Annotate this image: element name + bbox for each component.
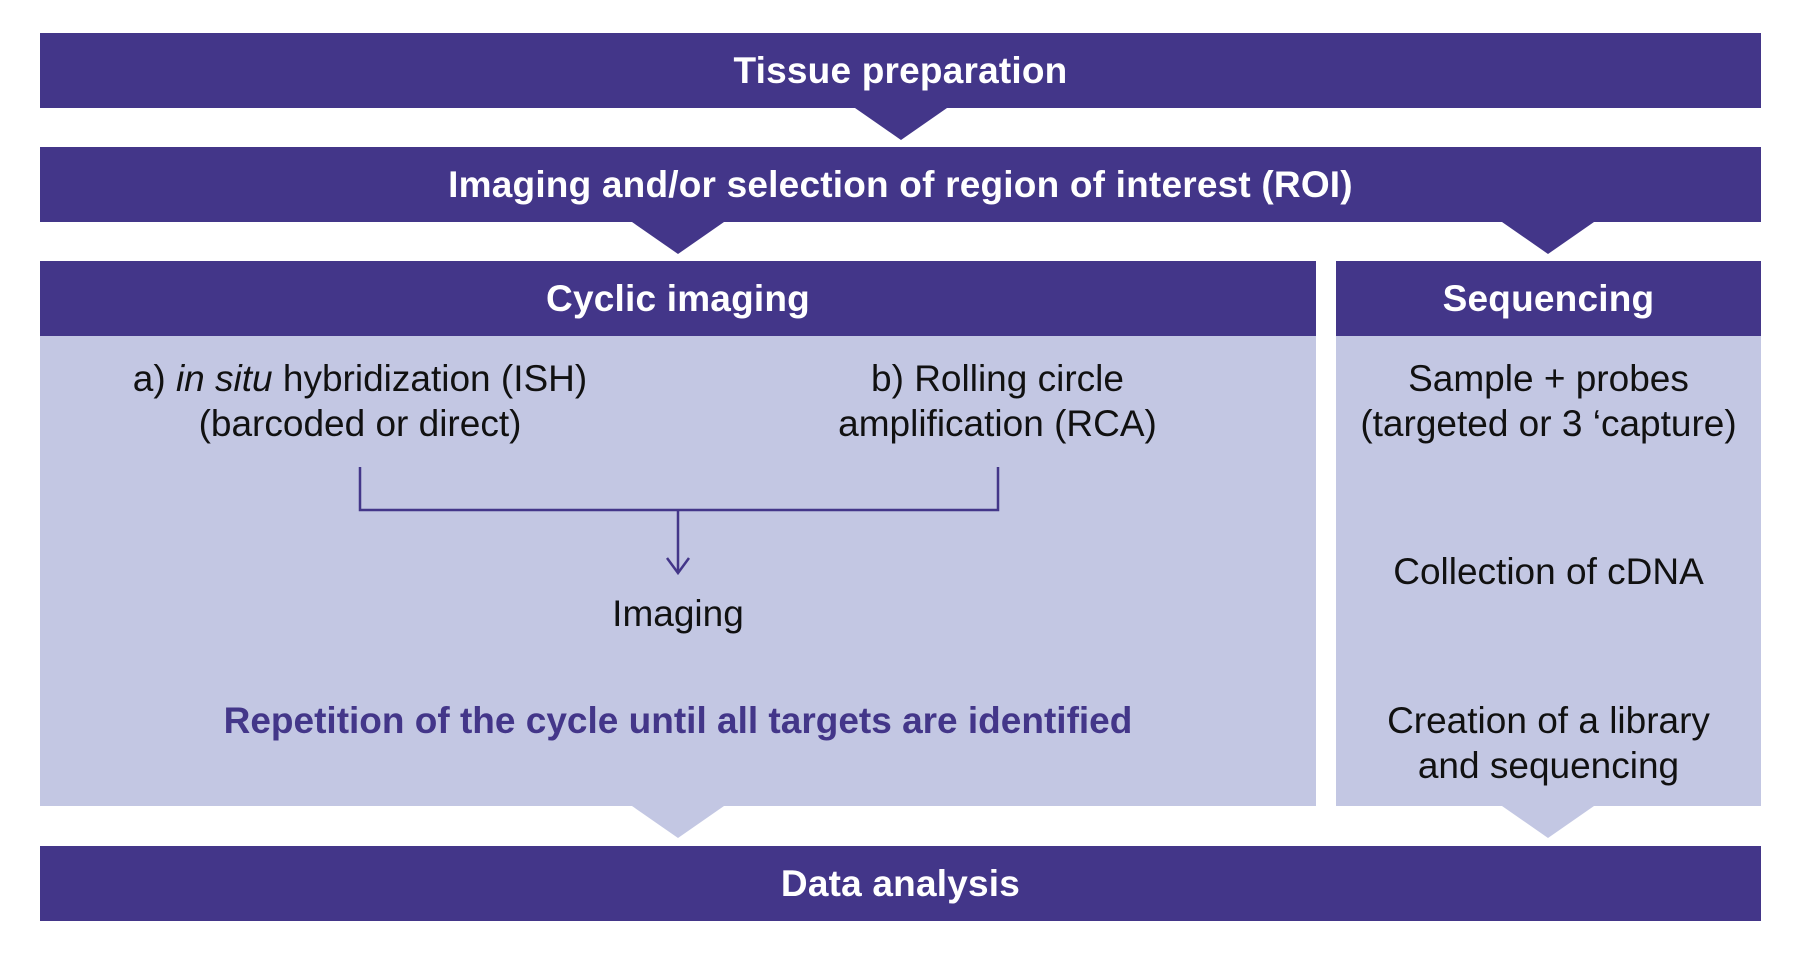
rca-line2: amplification (RCA) bbox=[838, 403, 1157, 444]
arrow-down-to-cyclic-icon bbox=[632, 222, 724, 254]
imaging-roi-bar: Imaging and/or selection of region of in… bbox=[40, 147, 1761, 222]
sample-probes-text: Sample + probes (targeted or 3 ‘capture) bbox=[1336, 356, 1761, 446]
arrow-down-tissue-icon bbox=[855, 108, 947, 140]
data-analysis-label: Data analysis bbox=[780, 862, 1021, 904]
imaging-roi-label: Imaging and/or selection of region of in… bbox=[448, 163, 1353, 205]
library-line2: and sequencing bbox=[1417, 745, 1680, 786]
sample-line2: (targeted or 3 ‘capture) bbox=[1360, 403, 1737, 444]
cyclic-imaging-header: Cyclic imaging bbox=[40, 261, 1316, 336]
sequencing-header: Sequencing bbox=[1336, 261, 1761, 336]
rca-method-text: b) Rolling circle amplification (RCA) bbox=[780, 356, 1215, 446]
tissue-preparation-bar: Tissue preparation bbox=[40, 33, 1761, 108]
arrow-down-to-sequencing-icon bbox=[1502, 222, 1594, 254]
cdna-text: Collection of cDNA bbox=[1393, 551, 1704, 592]
data-analysis-bar: Data analysis bbox=[40, 846, 1761, 921]
imaging-text: Imaging bbox=[612, 593, 744, 634]
library-line1: Creation of a library bbox=[1387, 700, 1710, 741]
sequencing-title: Sequencing bbox=[1442, 277, 1655, 319]
sequencing-panel bbox=[1336, 261, 1761, 806]
sample-line1: Sample + probes bbox=[1408, 358, 1689, 399]
ish-italic: in situ bbox=[175, 358, 273, 399]
arrow-down-cyclic-to-analysis-icon bbox=[632, 806, 724, 838]
repetition-text: Repetition of the cycle until all target… bbox=[223, 700, 1133, 741]
cyclic-imaging-title: Cyclic imaging bbox=[546, 277, 810, 319]
ish-rest: hybridization (ISH) bbox=[272, 358, 588, 399]
merge-bracket-line bbox=[358, 467, 1000, 512]
rca-line1: b) Rolling circle bbox=[871, 358, 1124, 399]
ish-line2: (barcoded or direct) bbox=[198, 403, 522, 444]
ish-prefix: a) bbox=[132, 358, 176, 399]
arrow-to-imaging-icon bbox=[665, 557, 691, 576]
arrow-down-seq-to-analysis-icon bbox=[1502, 806, 1594, 838]
library-text: Creation of a library and sequencing bbox=[1336, 698, 1761, 788]
tissue-preparation-label: Tissue preparation bbox=[733, 49, 1068, 91]
ish-method-text: a) in situ hybridization (ISH) (barcoded… bbox=[120, 356, 600, 446]
